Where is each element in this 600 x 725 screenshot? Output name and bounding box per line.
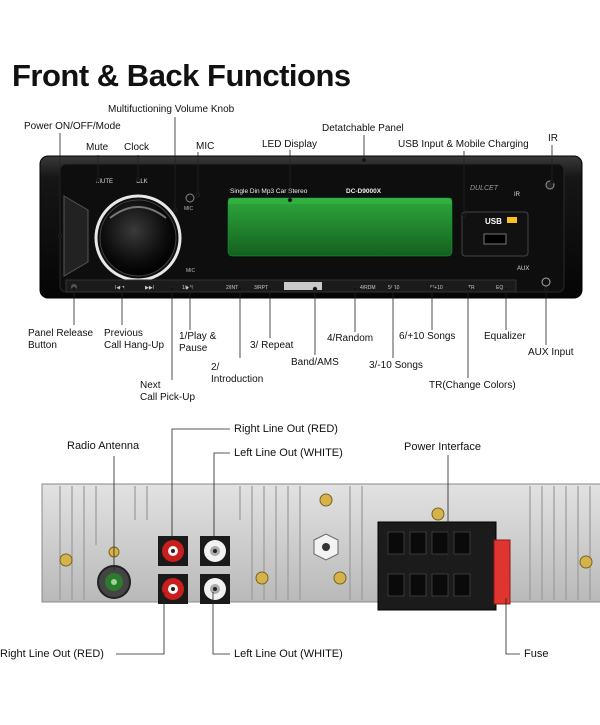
rca-left-bottom	[200, 574, 230, 604]
label-usb: USB Input & Mobile Charging	[398, 139, 529, 150]
label-panel-release-1: Panel Release	[28, 328, 94, 339]
screw	[431, 507, 445, 521]
label-right-line-out-top: Right Line Out (RED)	[234, 423, 338, 435]
preset-button-label: EQ	[496, 285, 503, 291]
preset-button-label: 4/RDM	[360, 285, 376, 291]
label-volume-knob: Multifuctioning Volume Knob	[108, 104, 235, 115]
label-next-1: Next	[140, 380, 161, 391]
label-previous-1: Previous	[104, 328, 143, 339]
label-repeat: 3/ Repeat	[250, 340, 294, 351]
label-left-line-out-top: Left Line Out (WHITE)	[234, 447, 343, 459]
screw	[59, 553, 73, 567]
aux-jack	[541, 277, 551, 287]
page-title: Front & Back Functions	[12, 58, 351, 93]
label-left-line-out-bottom: Left Line Out (WHITE)	[234, 648, 343, 660]
label-aux: AUX Input	[528, 347, 574, 358]
label-panel-release-2: Button	[28, 340, 57, 351]
label-mute: Mute	[86, 142, 109, 153]
label-next-2: Call Pick-Up	[140, 392, 196, 403]
preset-button-label: 6/+10	[430, 285, 443, 291]
label-led-display: LED Display	[262, 139, 318, 150]
model-number: DC-D9000X	[346, 188, 382, 195]
rca-right-bottom	[158, 574, 188, 604]
clk-text: CLK	[136, 179, 148, 185]
mute-text: MUTE	[96, 179, 113, 185]
rca-right-top	[158, 536, 188, 566]
screw	[333, 571, 347, 585]
label-clock: Clock	[124, 142, 150, 153]
screw	[579, 555, 593, 569]
label-power: Power ON/OFF/Mode	[24, 121, 121, 132]
label-radio-antenna: Radio Antenna	[67, 440, 140, 452]
label-power-interface: Power Interface	[404, 441, 482, 453]
label-fuse: Fuse	[524, 648, 549, 660]
label-intro-2: Introduction	[211, 374, 264, 385]
mic-text-top: MIC	[184, 206, 194, 212]
label-mic: MIC	[196, 141, 215, 152]
aux-text: AUX	[517, 266, 529, 272]
label-random: 4/Random	[327, 333, 374, 344]
label-right-line-out-bottom: Right Line Out (RED)	[0, 648, 104, 660]
volume-knob	[99, 199, 177, 277]
label-plus10: 6/+10 Songs	[399, 331, 456, 342]
label-minus10: 3/-10 Songs	[369, 360, 423, 371]
screw	[255, 571, 269, 585]
usb-text: USB	[485, 217, 502, 226]
rca-left-top	[200, 536, 230, 566]
brand-text: DULCET	[470, 185, 499, 192]
label-tr: TR(Change Colors)	[429, 380, 516, 391]
label-detachable-panel: Detatchable Panel	[322, 123, 404, 134]
mic-hole	[185, 193, 195, 203]
fuse	[493, 539, 511, 605]
svg-text:▶▶I: ▶▶I	[145, 285, 154, 291]
band-button	[284, 282, 322, 290]
preset-button-label: 3/RPT	[254, 285, 268, 291]
ir-text: IR	[514, 192, 521, 198]
svg-text:I◀◀: I◀◀	[115, 285, 124, 291]
model-caption: Single Din Mp3 Car Stereo	[230, 188, 308, 195]
mic-text-bottom: MIC	[186, 268, 196, 274]
label-play-1: 1/Play &	[179, 331, 217, 342]
label-play-2: Pause	[179, 343, 208, 354]
preset-button-label: 1/▶II	[182, 285, 193, 291]
led-display	[227, 197, 453, 257]
label-intro-1: 2/	[211, 362, 220, 373]
label-ir: IR	[548, 133, 558, 144]
screw	[319, 493, 333, 507]
label-band: Band/AMS	[291, 357, 339, 368]
preset-button-label: TR	[468, 285, 475, 291]
label-equalizer: Equalizer	[484, 331, 526, 342]
label-previous-2: Call Hang-Up	[104, 340, 165, 351]
preset-button-label: 2/INT	[226, 285, 238, 291]
